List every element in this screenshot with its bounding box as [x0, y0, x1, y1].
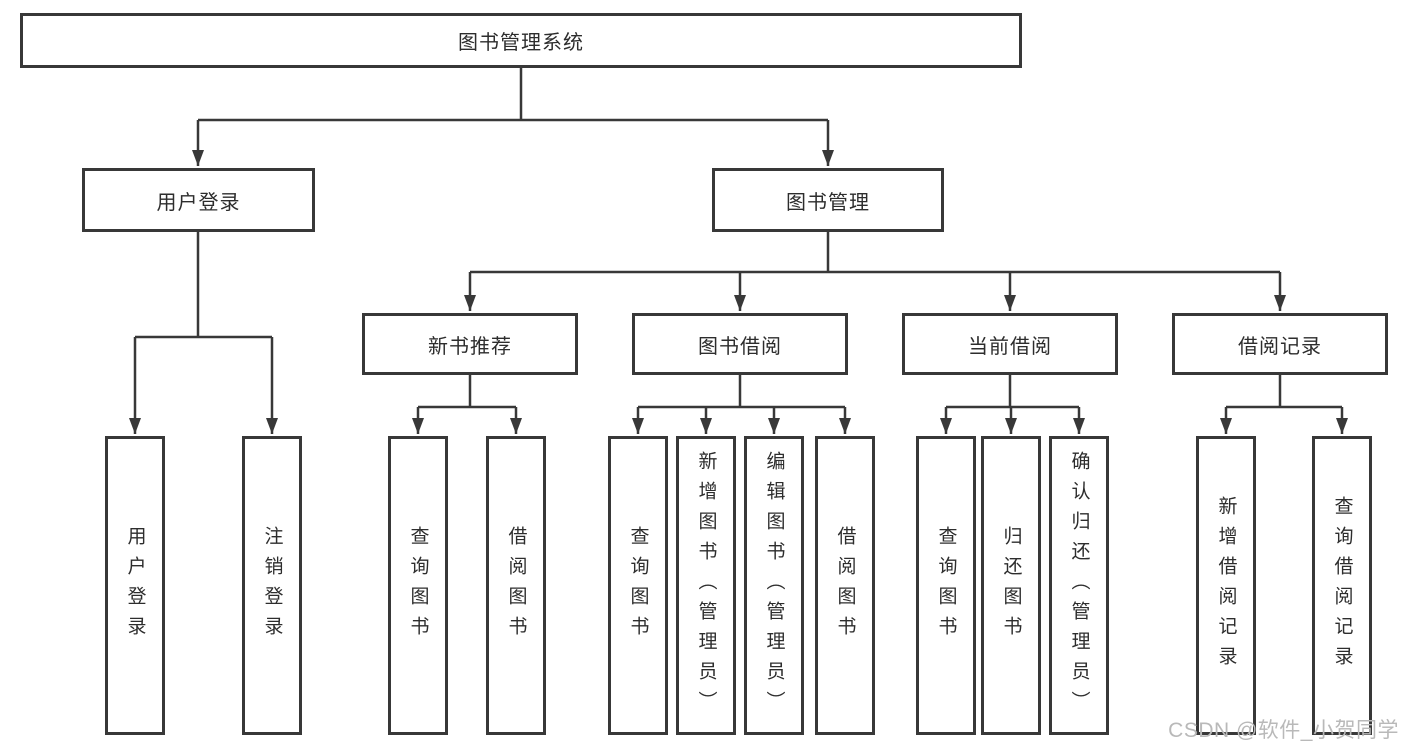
leaf-add-books-admin: 新增图书（管理员）	[676, 436, 736, 735]
node-book-management: 图书管理	[712, 168, 944, 232]
node-label: 用户登录	[156, 191, 241, 214]
leaf-label: 编辑图书（管理员）	[763, 450, 785, 721]
leaf-confirm-return-admin: 确认归还（管理员）	[1049, 436, 1109, 735]
node-current-borrowing: 当前借阅	[902, 313, 1118, 375]
leaf-query-books-borrow: 查询图书	[608, 436, 668, 735]
leaf-borrow-books-recommend: 借阅图书	[486, 436, 546, 735]
node-label: 图书管理	[786, 191, 870, 214]
leaf-logout: 注销登录	[242, 436, 302, 735]
leaf-add-borrow-record: 新增借阅记录	[1196, 436, 1256, 735]
leaf-label: 归还图书	[1000, 525, 1022, 646]
node-label: 新书推荐	[428, 335, 512, 358]
node-user-login: 用户登录	[82, 168, 315, 232]
csdn-watermark: CSDN @软件_小贺同学	[1168, 719, 1399, 742]
node-label: 图书管理系统	[458, 32, 584, 54]
leaf-query-books-recommend: 查询图书	[388, 436, 448, 735]
leaf-return-books: 归还图书	[981, 436, 1041, 735]
leaf-label: 新增图书（管理员）	[695, 450, 717, 721]
node-label: 图书借阅	[698, 335, 782, 358]
leaf-query-books-current: 查询图书	[916, 436, 976, 735]
leaf-borrow-books: 借阅图书	[815, 436, 875, 735]
leaf-label: 查询图书	[407, 525, 429, 646]
node-library-management-system: 图书管理系统	[20, 13, 1022, 68]
leaf-label: 用户登录	[124, 525, 146, 646]
node-new-book-recommendation: 新书推荐	[362, 313, 578, 375]
leaf-label: 查询借阅记录	[1331, 495, 1353, 676]
leaf-query-borrow-record: 查询借阅记录	[1312, 436, 1372, 735]
leaf-user-login: 用户登录	[105, 436, 165, 735]
node-book-borrowing: 图书借阅	[632, 313, 848, 375]
leaf-label: 查询图书	[627, 525, 649, 646]
node-borrowing-records: 借阅记录	[1172, 313, 1388, 375]
leaf-label: 借阅图书	[834, 525, 856, 646]
node-label: 借阅记录	[1238, 335, 1322, 358]
leaf-label: 新增借阅记录	[1215, 495, 1237, 676]
leaf-edit-books-admin: 编辑图书（管理员）	[744, 436, 804, 735]
leaf-label: 注销登录	[261, 525, 283, 646]
leaf-label: 借阅图书	[505, 525, 527, 646]
node-label: 当前借阅	[968, 335, 1052, 358]
leaf-label: 确认归还（管理员）	[1068, 450, 1090, 721]
leaf-label: 查询图书	[935, 525, 957, 646]
